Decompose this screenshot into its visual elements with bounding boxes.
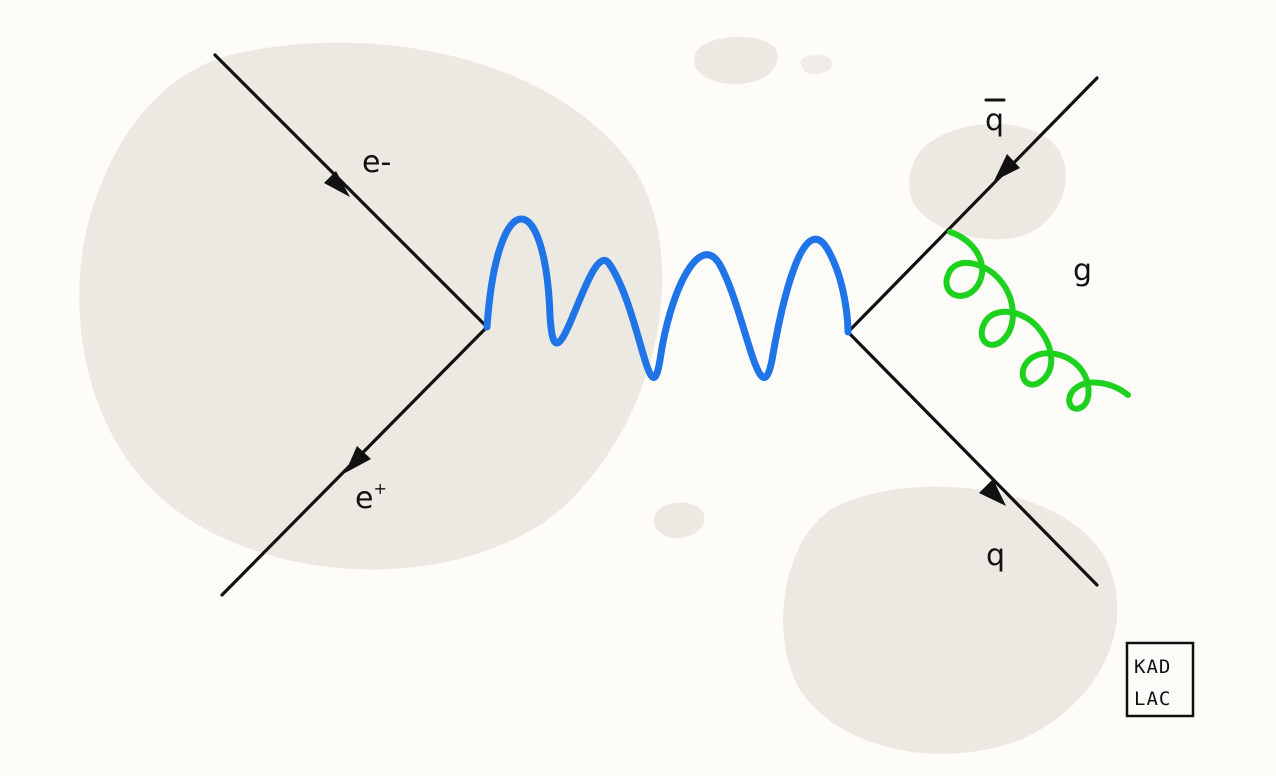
blob-bottom-right xyxy=(783,486,1118,754)
blob-mid-small xyxy=(653,502,705,539)
electron-charge: - xyxy=(380,145,391,180)
antiquark-line xyxy=(846,76,1099,334)
electron-line xyxy=(213,53,489,329)
electron-label: e- xyxy=(362,145,391,180)
positron-charge: + xyxy=(373,479,386,498)
photon-wave xyxy=(483,215,852,381)
labels: e- e+ q g q xyxy=(355,98,1092,573)
blob-right-top xyxy=(909,123,1066,240)
antiquark-arrow-icon xyxy=(994,154,1020,181)
blob-left xyxy=(79,42,663,570)
gluon-label: g xyxy=(1073,253,1092,288)
antiquark-symbol: q xyxy=(985,103,1004,138)
quark-line xyxy=(846,330,1099,587)
signature-line-1: KAD xyxy=(1134,656,1171,678)
quark-arrow-icon xyxy=(979,479,1006,506)
positron-symbol: e xyxy=(355,481,373,516)
electron-symbol: e xyxy=(362,145,380,180)
blob-top-tiny xyxy=(800,54,833,75)
blob-top-small xyxy=(694,36,778,85)
arrowheads xyxy=(324,154,1020,506)
electron-arrow-icon xyxy=(324,171,350,197)
background-blobs xyxy=(79,36,1118,754)
signature-stamp: KAD LAC xyxy=(1125,641,1195,718)
positron-label: e+ xyxy=(355,479,387,516)
gluon-curl xyxy=(943,229,1131,412)
antiquark-label: q xyxy=(984,98,1006,138)
signature-box xyxy=(1125,641,1195,718)
positron-arrow-icon xyxy=(345,446,371,473)
signature-line-2: LAC xyxy=(1134,688,1171,710)
quark-label: q xyxy=(986,538,1005,573)
